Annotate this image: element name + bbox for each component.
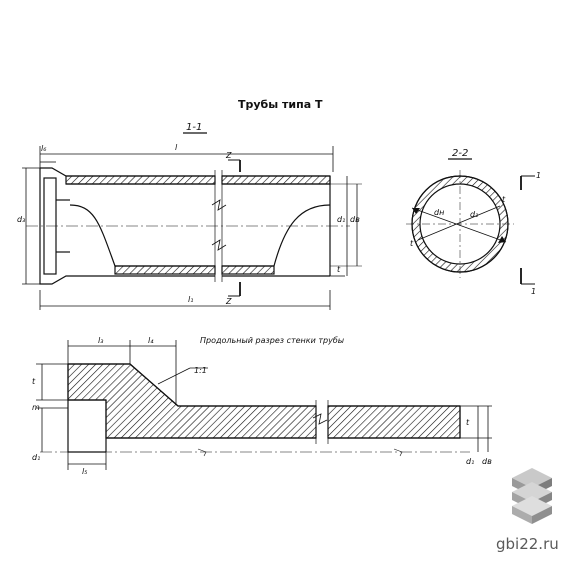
- wall-section: l₃ l₄ 1:1 t m d₁ l₅ t d₁ dв: [32, 336, 492, 476]
- section-2-2-label: 2-2: [452, 148, 468, 159]
- dim-dv-wall-right: dв: [482, 457, 492, 466]
- dim-l5: l₅: [82, 467, 87, 476]
- dim-d3: d₃: [17, 215, 25, 224]
- section-1-1: 1-1 l l₆: [17, 122, 362, 310]
- cut-1-bottom: 1: [531, 287, 536, 296]
- cut-1-top: 1: [536, 171, 541, 180]
- dim-d1-wall: d₁: [32, 453, 40, 462]
- dim-t-wall-right: t: [466, 418, 470, 427]
- dim-t-left: t: [32, 377, 36, 386]
- dim-m: m: [32, 403, 40, 412]
- section-1-1-label: 1-1: [186, 122, 202, 133]
- watermark-text: gbi22.ru: [496, 535, 559, 553]
- dim-l6: l₆: [41, 144, 47, 153]
- dim-l: l: [175, 143, 178, 152]
- stacked-slabs-icon: [512, 468, 552, 524]
- section-2-2: 2-2 dн d₁ t t 1 1: [406, 148, 541, 296]
- wall-section-caption: Продольный разрез стенки трубы: [200, 336, 344, 345]
- dim-l4: l₄: [148, 336, 154, 345]
- watermark-logo: gbi22.ru: [496, 468, 559, 553]
- dim-d1-wall-right: d₁: [466, 457, 474, 466]
- dim-l3: l₃: [98, 336, 103, 345]
- dim-d1: d₁: [337, 215, 345, 224]
- dim-t-right: t: [337, 265, 341, 274]
- cut-z-top: Z: [225, 151, 232, 160]
- dim-t-cross-top: t: [502, 195, 506, 204]
- drawing-title: Трубы типа Т: [238, 98, 323, 111]
- dim-d1-cross: d₁: [470, 210, 478, 219]
- slope-ratio: 1:1: [194, 366, 207, 375]
- dim-l1: l₁: [188, 295, 193, 304]
- dim-dv: dв: [350, 215, 360, 224]
- dim-t-cross-bottom: t: [410, 239, 414, 248]
- cut-z-bottom: Z: [225, 297, 232, 306]
- dim-dn: dн: [434, 208, 444, 217]
